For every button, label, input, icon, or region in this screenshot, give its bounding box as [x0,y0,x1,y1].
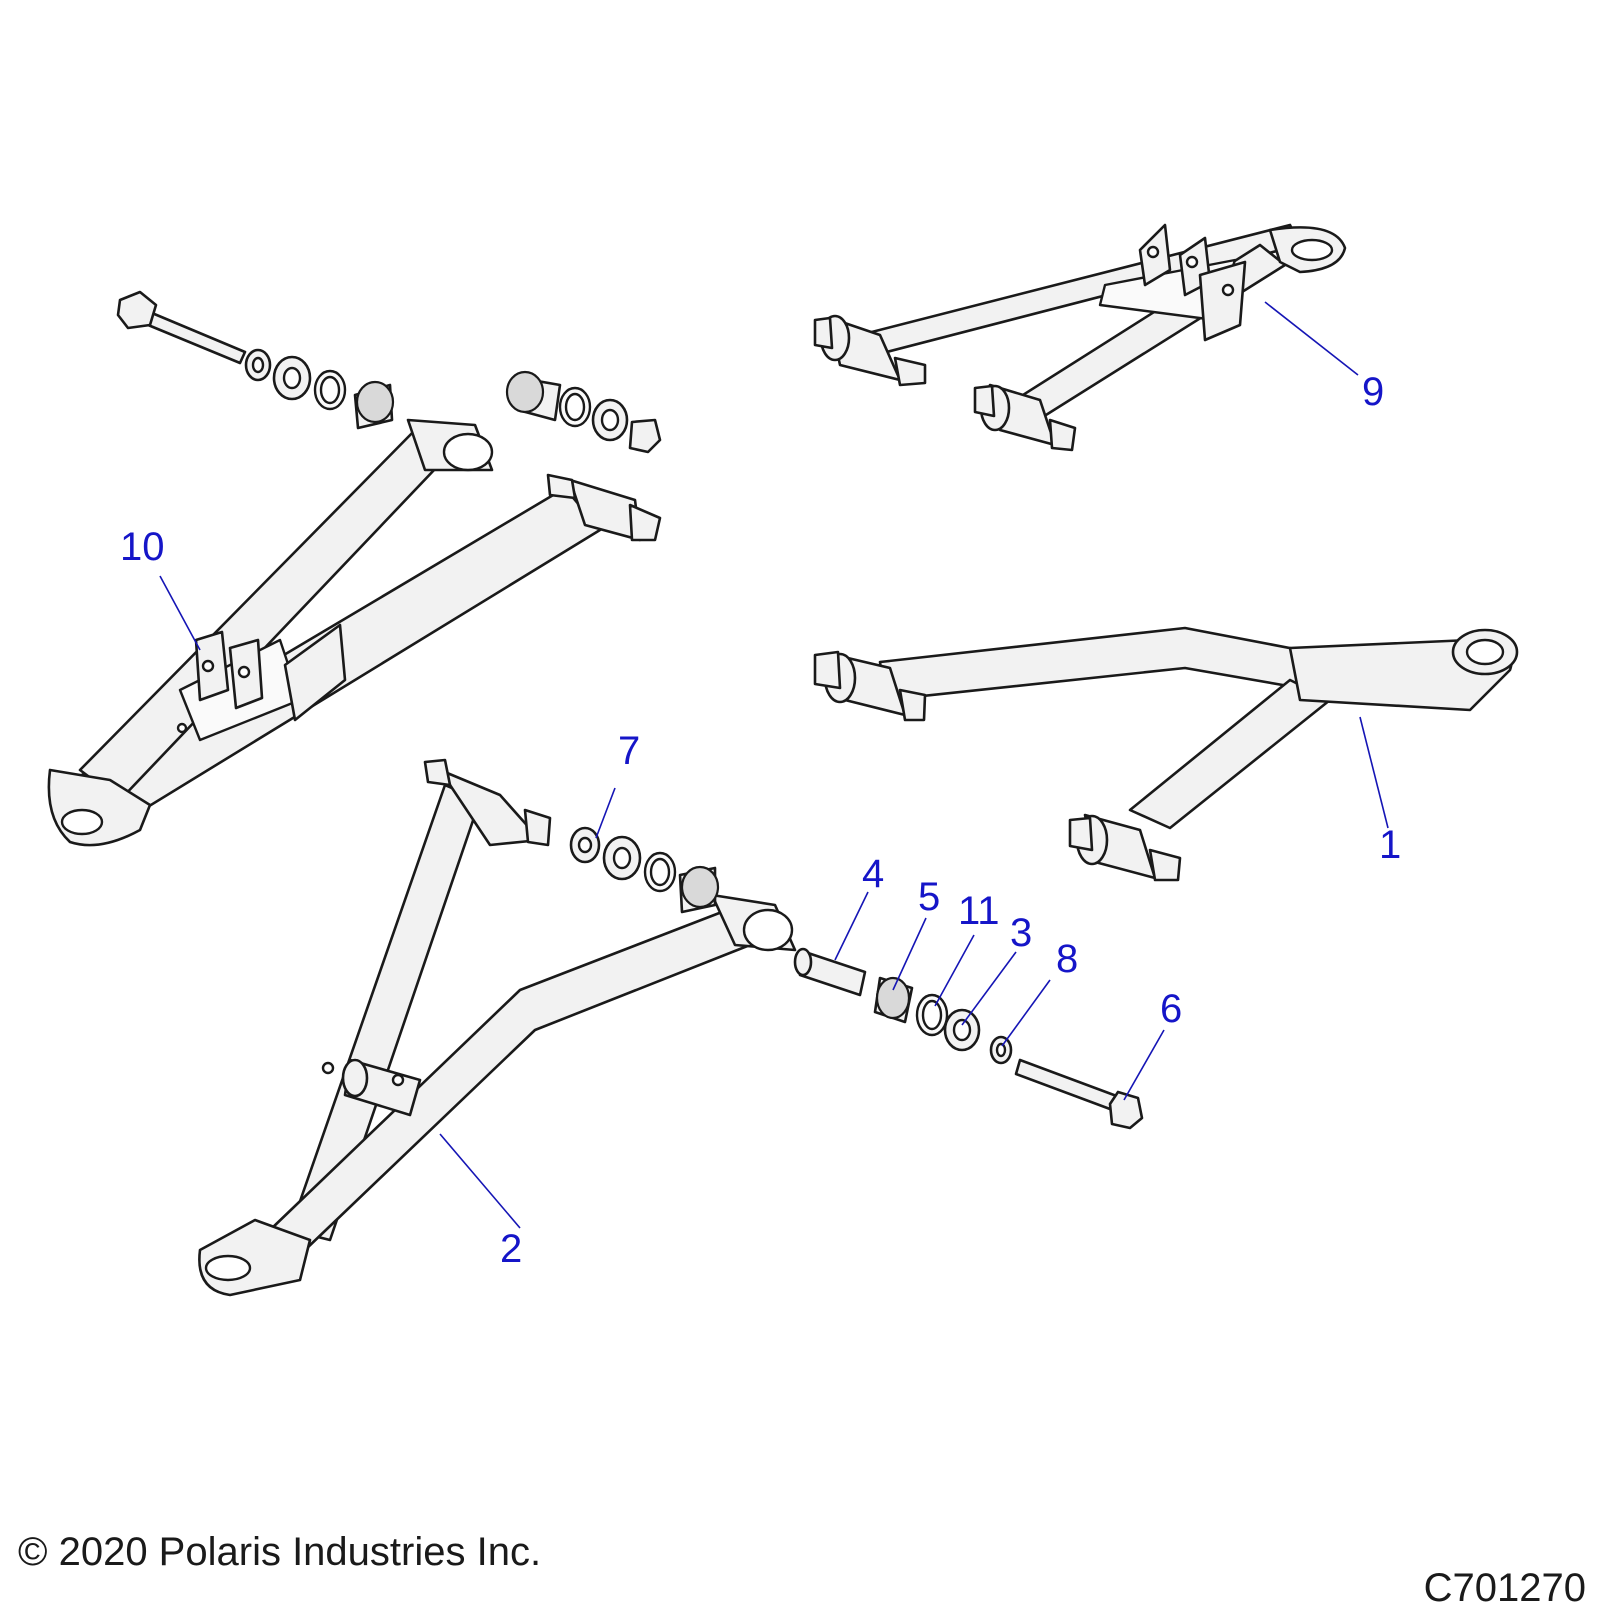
a-arm-part-9 [813,223,1347,452]
leader-11 [934,934,975,1007]
leader-6 [1123,1029,1165,1101]
callout-6: 6 [1160,987,1182,1031]
a-arm-part-1 [813,626,1519,882]
leader-10 [159,575,201,651]
leader-9 [1264,301,1359,376]
callout-labels: 1 2 3 4 5 6 7 8 9 10 11 [120,370,1401,1271]
drawing-number: C701270 [1423,1566,1586,1610]
part-10-hardware [116,290,662,454]
callout-9: 9 [1362,370,1384,414]
callout-11: 11 [958,889,1000,933]
a-arm-part-10 [47,418,662,847]
callout-10: 10 [120,525,165,569]
callout-2: 2 [500,1227,522,1271]
copyright-notice: © 2020 Polaris Industries Inc. [18,1530,542,1574]
callout-7: 7 [618,729,640,773]
leader-2 [439,1133,521,1229]
leader-4 [834,891,869,961]
leader-7 [595,787,616,839]
leader-3 [961,951,1017,1026]
leader-lines [159,301,1389,1229]
callout-3: 3 [1010,911,1032,955]
callout-5: 5 [918,875,940,919]
callout-1: 1 [1379,823,1401,867]
a-arm-part-2 [198,758,797,1297]
leader-1 [1359,716,1389,829]
leader-5 [892,917,927,991]
callout-4: 4 [862,852,884,896]
callout-8: 8 [1056,937,1078,981]
leader-8 [1001,979,1051,1047]
part-2-hardware [569,826,1144,1130]
